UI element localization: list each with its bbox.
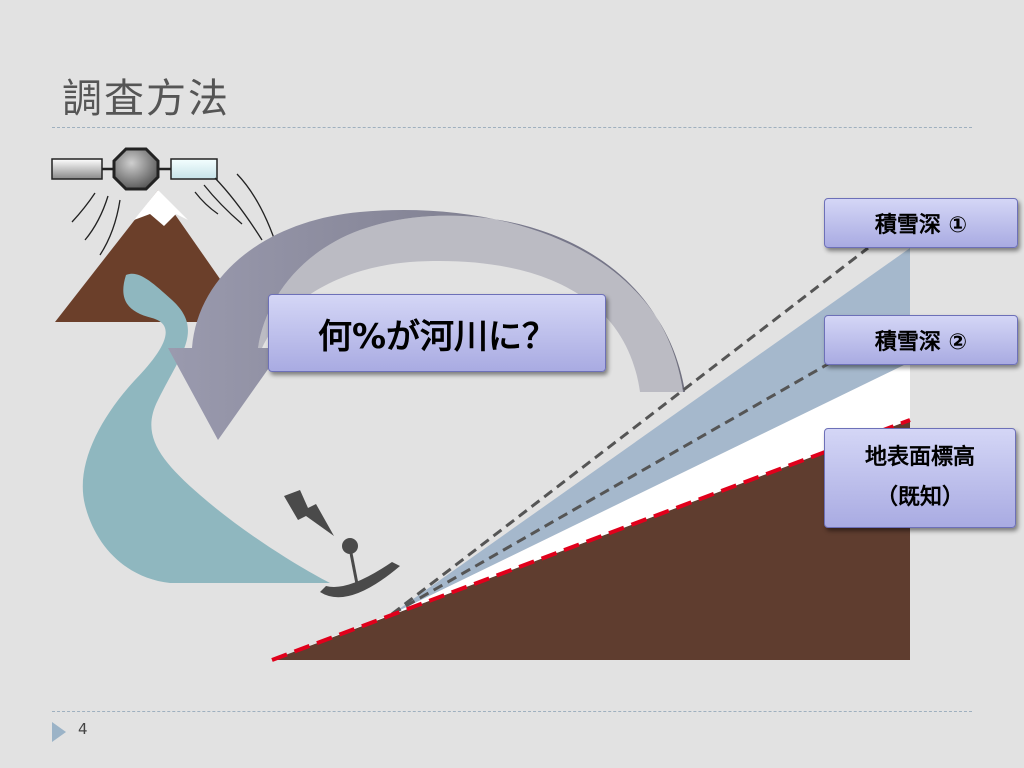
- ground-elevation-line: [271, 418, 911, 662]
- question-label: 何%が河川に？: [268, 294, 606, 372]
- satellite-icon: [51, 147, 218, 191]
- curved-arrow: [168, 210, 685, 440]
- ground-elevation-label-line1: 地表面標高: [864, 445, 975, 470]
- ground-elevation-label: 地表面標高 （既知）: [824, 428, 1016, 528]
- mountain: [55, 190, 250, 322]
- ground-elevation-label-line2: （既知）: [875, 485, 964, 510]
- river: [82, 273, 330, 583]
- page-number: 4: [78, 720, 88, 738]
- slide-title: 調査方法: [62, 76, 230, 122]
- page-arrow-icon: [52, 722, 66, 742]
- snow-depth-1-line: [391, 246, 869, 616]
- snow-depth-1-label: 積雪深 ①: [824, 198, 1018, 248]
- footer-divider: [52, 711, 972, 712]
- lightning-icon: [284, 490, 334, 536]
- radar-dish-icon: [320, 538, 400, 598]
- snow-depth-2-line: [391, 362, 829, 616]
- snow-layer-upper: [392, 248, 910, 614]
- snow-depth-2-label: 積雪深 ②: [824, 315, 1018, 365]
- title-divider: [52, 127, 972, 128]
